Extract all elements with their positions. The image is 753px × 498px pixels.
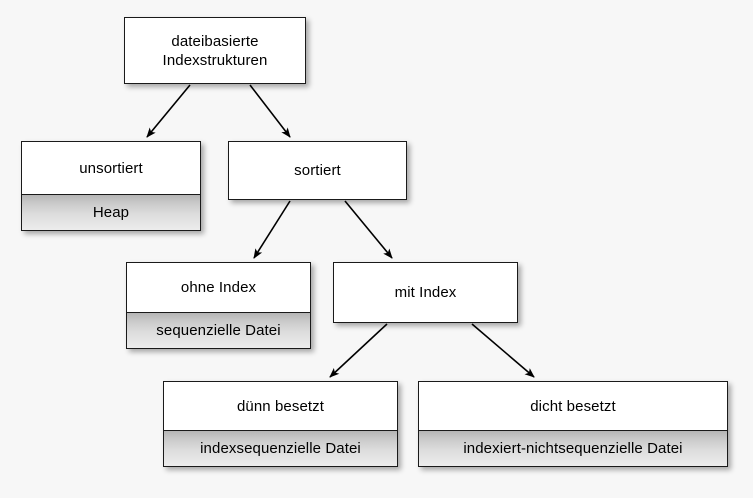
node-mit-index[interactable]: mit Index [333, 262, 518, 323]
node-ohne-index-subtitle: sequenzielle Datei [127, 312, 310, 348]
edge-mit-index-to-duenn-besetzt [329, 323, 388, 378]
node-root-title: dateibasierte Indexstrukturen [125, 18, 305, 83]
edge-sortiert-to-ohne-index [253, 200, 291, 259]
node-ohne-index[interactable]: ohne Index sequenzielle Datei [126, 262, 311, 349]
node-duenn-besetzt-subtitle: indexsequenzielle Datei [164, 430, 397, 466]
node-root[interactable]: dateibasierte Indexstrukturen [124, 17, 306, 84]
node-duenn-besetzt-title: dünn besetzt [164, 382, 397, 430]
node-dicht-besetzt-subtitle: indexiert-nichtsequenzielle Datei [419, 430, 727, 466]
node-unsortiert-title: unsortiert [22, 142, 200, 194]
node-ohne-index-title: ohne Index [127, 263, 310, 312]
node-sortiert-title: sortiert [229, 142, 406, 199]
node-dicht-besetzt[interactable]: dicht besetzt indexiert-nichtsequenziell… [418, 381, 728, 467]
edge-root-to-sortiert [249, 84, 291, 138]
edge-sortiert-to-mit-index [344, 200, 393, 259]
node-dicht-besetzt-title: dicht besetzt [419, 382, 727, 430]
node-mit-index-title: mit Index [334, 263, 517, 322]
edge-root-to-unsortiert [146, 84, 191, 138]
node-duenn-besetzt[interactable]: dünn besetzt indexsequenzielle Datei [163, 381, 398, 467]
edge-mit-index-to-dicht-besetzt [471, 323, 535, 378]
node-unsortiert-subtitle: Heap [22, 194, 200, 230]
node-unsortiert[interactable]: unsortiert Heap [21, 141, 201, 231]
node-sortiert[interactable]: sortiert [228, 141, 407, 200]
